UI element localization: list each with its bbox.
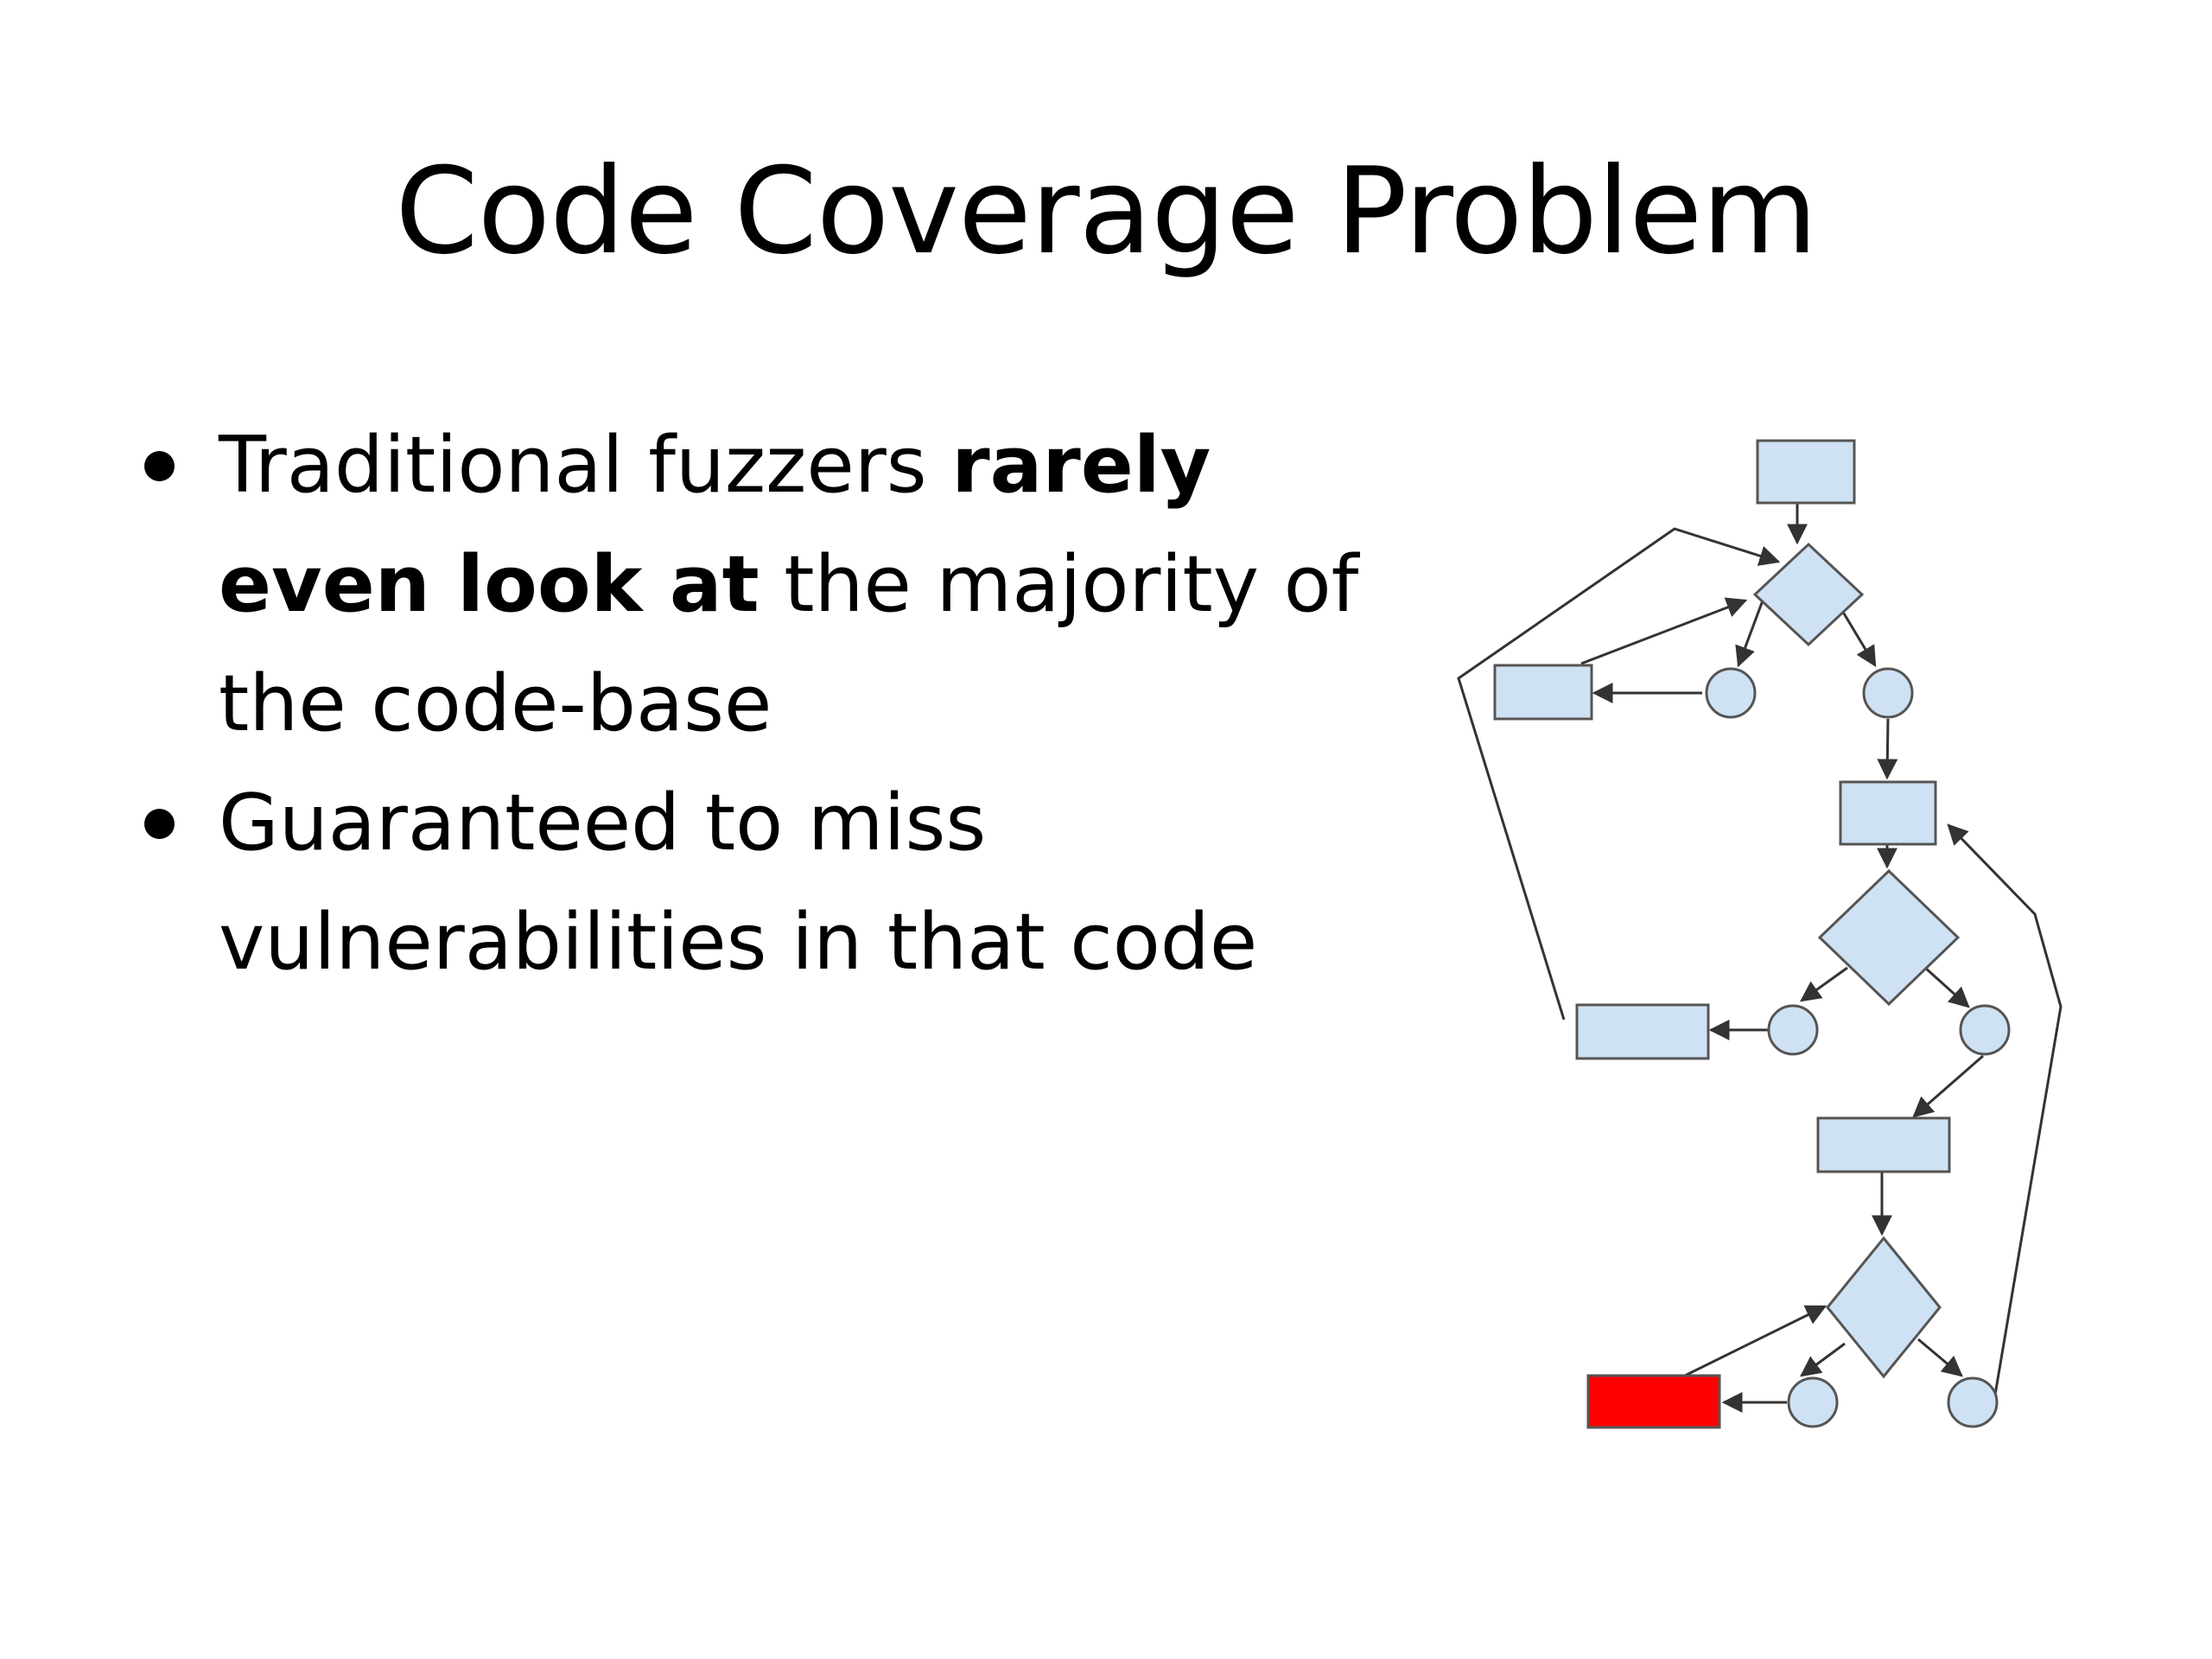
edge: [1580, 597, 1748, 665]
edge: [1912, 1054, 1984, 1118]
bullet-dot-icon: [144, 809, 175, 839]
branch-node: [1959, 1004, 2011, 1056]
decision-node: [1826, 1236, 1942, 1379]
process-node: [1575, 1003, 1710, 1060]
edge: [1684, 1305, 1827, 1377]
edge: [1877, 718, 1898, 780]
process-node: [1756, 439, 1856, 505]
edge: [1800, 966, 1848, 1002]
decision-node: [1752, 542, 1865, 647]
branch-node: [1862, 667, 1914, 719]
edge: [1923, 966, 1970, 1008]
bullet-1-text-start: Traditional fuzzers: [219, 420, 952, 511]
vulnerable-code-node: [1586, 1374, 1721, 1429]
bullet-item-1: Traditional fuzzers rarely even look at …: [130, 406, 1426, 764]
edge: [1735, 600, 1764, 668]
bullet-list: Traditional fuzzers rarely even look at …: [130, 406, 1426, 1002]
edge: [1800, 1342, 1846, 1377]
edge: [1917, 1338, 1963, 1377]
slide-title: Code Coverage Problem: [395, 142, 1817, 281]
bullet-1-bold-text: rarely even look at: [219, 420, 1211, 630]
process-node: [1839, 780, 1937, 846]
bullet-1-text-end: the majority of the code-base: [219, 539, 1359, 749]
edge: [1947, 823, 2063, 1401]
bullet-dot-icon: [144, 451, 175, 481]
graph-nodes: [1493, 439, 2011, 1428]
bullet-item-2: Guaranteed to miss vulnerabilities in th…: [130, 764, 1426, 1002]
branch-node: [1767, 1004, 1819, 1056]
process-node: [1816, 1116, 1951, 1173]
branch-node: [1705, 667, 1757, 719]
branch-node: [1947, 1376, 1999, 1428]
process-node: [1493, 664, 1593, 721]
bullet-2-text: Guaranteed to miss vulnerabilities in th…: [219, 778, 1258, 988]
edge: [1457, 527, 1781, 1020]
branch-node: [1787, 1376, 1839, 1428]
decision-node: [1817, 868, 1961, 1007]
graph-edges: [1457, 503, 2063, 1413]
